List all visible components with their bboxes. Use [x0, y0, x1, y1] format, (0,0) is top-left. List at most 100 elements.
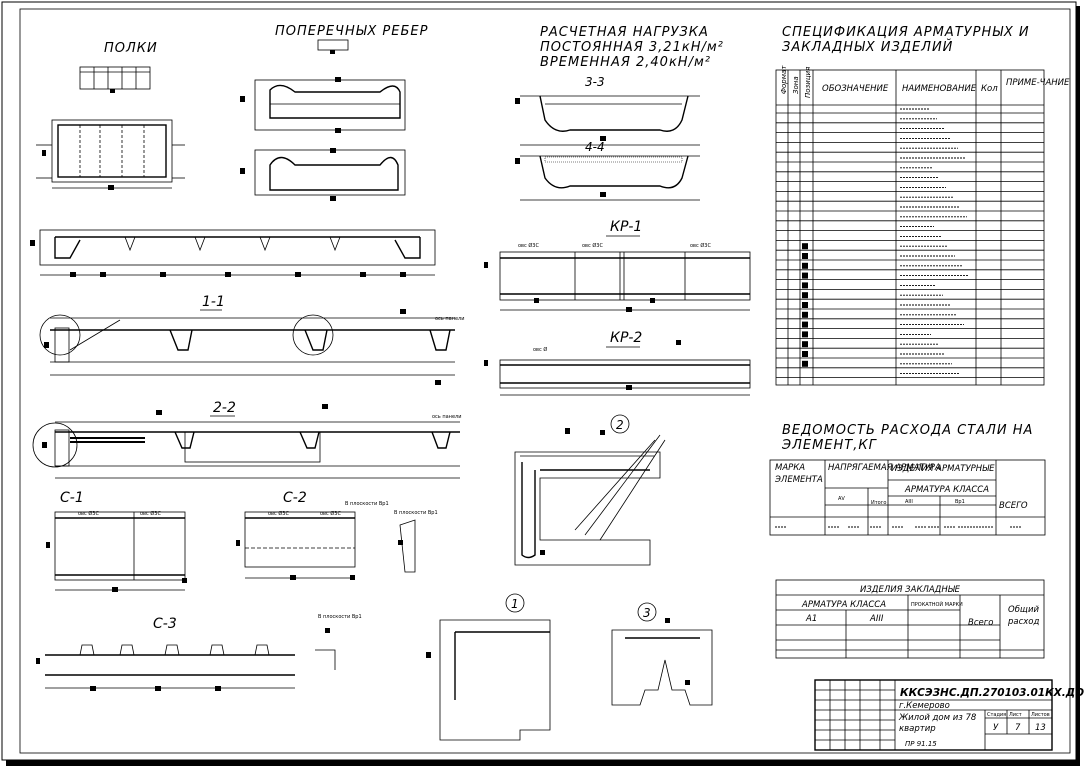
title-desc-1: Жилой дом из 78	[898, 713, 977, 723]
svg-text:овс Ø: овс Ø	[533, 346, 547, 353]
spec-row-marker	[802, 292, 808, 299]
steel-col-marka-1: МАРКА	[775, 463, 805, 473]
ribbed-slab-elevation	[30, 229, 436, 277]
drawing-frame	[19, 8, 1071, 754]
detail-label-1: 1	[511, 597, 519, 611]
spec-row-marker	[802, 331, 808, 338]
spec-row-marker	[802, 351, 808, 357]
svg-text:ось панели: ось панели	[432, 414, 461, 420]
section-3-3-drawing: 3-3	[515, 75, 700, 146]
section-label-1-1: 1-1	[202, 294, 225, 310]
title-sheet-label: Лист	[1009, 712, 1022, 718]
steel-col-marka-2: ЭЛЕМЕНТА	[774, 475, 823, 485]
title-stage-label: Стадия	[987, 712, 1006, 718]
heading-vedomost-2: ЭЛЕМЕНТ,КГ	[781, 438, 878, 453]
title-group: ПР 91.15	[905, 740, 937, 748]
spec-header-format: Формат	[780, 65, 788, 94]
heading-spec-2: ЗАКЛАДНЫХ ИЗДЕЛИЙ	[782, 39, 953, 55]
spec-table: Формат Зона Позиция ОБОЗНАЧЕНИЕ НАИМЕНОВ…	[775, 65, 1070, 386]
embedded-prokat: ПРОКАТНОЙ МАРКИ	[911, 601, 963, 608]
svg-text:овс Ø3С: овс Ø3С	[582, 242, 603, 249]
spec-row-marker	[802, 321, 808, 328]
embedded-table: ИЗДЕЛИЯ ЗАКЛАДНЫЕ АРМАТУРА КЛАССА ПРОКАТ…	[775, 579, 1045, 659]
heading-nagruzka-3: ВРЕМЕННАЯ 2,40кН/м²	[540, 55, 711, 70]
spec-row-marker	[802, 360, 808, 367]
spec-row-marker	[802, 253, 808, 259]
embedded-a3: АIII	[869, 614, 884, 624]
svg-text:овс Ø3С: овс Ø3С	[78, 510, 99, 517]
spec-header-pozitsiya: Позиция	[804, 67, 812, 98]
spec-row-marker	[802, 262, 808, 269]
section-4-4-drawing: 4-4	[515, 140, 700, 201]
title-sheet: 7	[1015, 723, 1021, 733]
title-desc-2: квартир	[899, 724, 936, 734]
section-label-3-3: 3-3	[585, 75, 605, 89]
frame-kr2-drawing: КР-2 овс Ø	[484, 330, 751, 396]
heading-polki: ПОЛКИ	[104, 41, 158, 56]
section-1-1-drawing: 1-1 ось панели	[39, 294, 464, 385]
heading-vedomost-1: ВЕДОМОСТЬ РАСХОДА СТАЛИ НА	[782, 423, 1033, 438]
embedded-a1: А1	[805, 614, 817, 624]
transverse-rib-drawings	[240, 39, 406, 201]
steel-cl-at: АV	[838, 496, 845, 502]
svg-text:овс Ø3С: овс Ø3С	[268, 510, 289, 517]
spec-row-marker	[802, 302, 808, 308]
section-2-2-drawing: 2-2 ось панели	[32, 400, 461, 479]
spec-row-marker	[802, 341, 808, 348]
title-sheets: 13	[1035, 723, 1046, 733]
svg-text:овс Ø3С: овс Ø3С	[518, 242, 539, 249]
mesh-c3-drawing: С-3 В плоскости Вр1	[36, 614, 362, 691]
mesh-c1-drawing: С-1 овс Ø3С овс Ø3С	[46, 490, 187, 592]
svg-text:овс Ø3С: овс Ø3С	[320, 510, 341, 517]
spec-row-marker	[802, 243, 808, 250]
embedded-obshiy-2: расход	[1007, 617, 1040, 627]
embedded-klass: АРМАТУРА КЛАССА	[801, 600, 886, 610]
section-label-c2: С-2	[283, 490, 307, 506]
title-code: ККСЭЗНС.ДП.270103.01КХ.ДОКЖ.08	[900, 687, 1084, 699]
heading-nagruzka-2: ПОСТОЯННАЯ 3,21кН/м²	[540, 40, 724, 55]
detail-label-2: 2	[616, 418, 624, 432]
steel-col-klass: АРМАТУРА КЛАССА	[904, 485, 989, 495]
spec-header-naimenovanie: НАИМЕНОВАНИЕ	[902, 84, 977, 94]
spec-row-marker	[802, 272, 808, 279]
svg-text:овс Ø3С: овс Ø3С	[690, 242, 711, 249]
detail-2-drawing: 2	[514, 414, 666, 566]
title-city: г.Кемерово	[899, 701, 950, 711]
steel-col-itogo: Итого	[871, 500, 886, 506]
steel-table: МАРКА ЭЛЕМЕНТА НАПРЯГАЕМАЯ АРМАТУРА ИЗДЕ…	[769, 459, 1046, 536]
section-label-kr2: КР-2	[610, 330, 642, 346]
spec-row-marker	[802, 282, 808, 289]
steel-cl-vr: Вр1	[955, 499, 965, 505]
spec-table-rows	[776, 108, 1044, 379]
svg-text:В плоскости Вр1: В плоскости Вр1	[394, 510, 438, 516]
steel-col-napr: НАПРЯГАЕМАЯ АРМАТУРА	[828, 463, 941, 473]
spec-row-marker	[802, 311, 808, 318]
svg-text:ось панели: ось панели	[435, 316, 464, 322]
spec-header-oboznachenie: ОБОЗНАЧЕНИЕ	[822, 84, 889, 94]
title-stage: У	[993, 723, 999, 733]
title-sheets-label: Листов	[1031, 712, 1050, 718]
spec-header-kol: Кол	[981, 84, 998, 94]
svg-text:В плоскости Вр1: В плоскости Вр1	[318, 614, 362, 620]
embedded-vsego: Всего	[968, 618, 993, 628]
heading-spec-1: СПЕЦИФИКАЦИЯ АРМАТУРНЫХ И	[782, 25, 1030, 40]
section-label-c3: С-3	[153, 616, 177, 632]
embedded-obshiy-1: Общий	[1008, 605, 1039, 615]
svg-text:овс Ø3С: овс Ø3С	[140, 510, 161, 517]
section-label-2-2: 2-2	[213, 400, 236, 416]
frame-kr1-drawing: КР-1 овс Ø3С овс Ø3С овс Ø3С	[484, 219, 751, 312]
steel-col-izd: ИЗДЕЛИЯ АРМАТУРНЫЕ	[891, 464, 995, 474]
heading-nagruzka-1: РАСЧЕТНАЯ НАГРУЗКА	[540, 25, 709, 40]
steel-col-vsego: ВСЕГО	[999, 501, 1028, 511]
detail-label-3: 3	[643, 606, 651, 620]
section-label-kr1: КР-1	[610, 219, 642, 235]
polki-mesh-drawing	[79, 66, 151, 93]
section-label-c1: С-1	[60, 490, 84, 506]
section-label-4-4: 4-4	[585, 140, 605, 154]
title-block: ККСЭЗНС.ДП.270103.01КХ.ДОКЖ.08 г.Кемеров…	[814, 679, 1084, 751]
svg-text:В плоскости Вр1: В плоскости Вр1	[345, 501, 389, 507]
heading-poperechnye: ПОПЕРЕЧНЫХ РЕБЕР	[275, 24, 428, 39]
spec-header-primechanie: ПРИМЕ-ЧАНИЕ	[1006, 78, 1070, 88]
